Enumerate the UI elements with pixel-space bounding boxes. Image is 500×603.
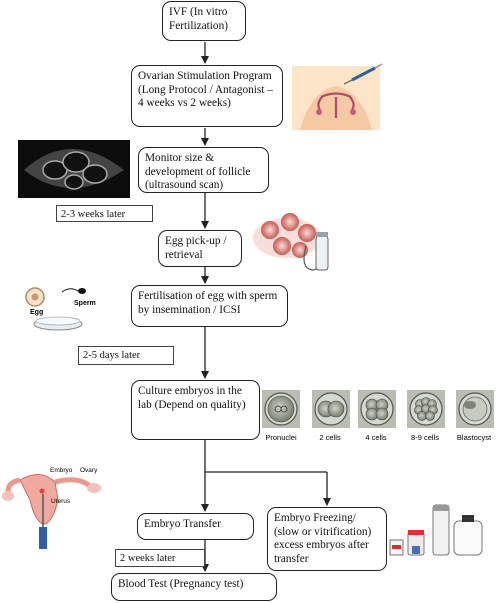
pronuclei-embryo-image	[262, 390, 300, 428]
step-culture-embryos: Culture embryos in the lab (Depend on qu…	[131, 380, 260, 440]
collection-tube-icon	[315, 235, 329, 271]
eight-cell-embryo-image	[407, 390, 445, 428]
dewar-wide-icon	[453, 520, 483, 556]
egg-retrieval-illustration	[253, 213, 329, 271]
blastocyst-image	[456, 390, 494, 428]
uterus-label-embryo: Embryo	[50, 467, 73, 474]
flow-arrows	[201, 42, 331, 572]
catheter-syringe-icon	[39, 527, 47, 549]
ovary-left-icon	[2, 491, 14, 501]
step-ivf: IVF (In vitro Fertilization)	[162, 1, 246, 41]
two-cell-embryo-image	[312, 390, 350, 428]
four-cell-embryo-image	[358, 390, 396, 428]
step-embryo-transfer: Embryo Transfer	[137, 513, 254, 540]
stage-label-8-9-cells: 8-9 cells	[411, 433, 439, 442]
uterus-label-ovary: Ovary	[80, 467, 98, 474]
stage-label-blastocyst: Blastocyst	[457, 433, 492, 442]
note-2-3-weeks: 2-3 weeks later	[56, 205, 153, 222]
dewar-tall-icon	[432, 504, 450, 556]
stage-label-2-cells: 2 cells	[319, 433, 341, 442]
uterus-icon	[317, 92, 355, 118]
uterus-icon	[19, 474, 59, 525]
step-ovarian-stimulation: Ovarian Stimulation Program (Long Protoc…	[131, 65, 283, 127]
step-fertilisation: Fertilisation of egg with sperm by insem…	[131, 285, 288, 327]
stage-label-4-cells: 4 cells	[365, 433, 387, 442]
uterus-label-uterus: Uterus	[51, 498, 71, 505]
egg-sperm-illustration: Egg Sperm	[25, 287, 96, 331]
step-blood-test: Blood Test (Pregnancy test)	[111, 573, 277, 601]
syringe-icon	[343, 63, 383, 85]
uterus-transfer-illustration: Embryo Ovary Uterus	[2, 467, 101, 549]
note-2-5-days: 2-5 days later	[78, 346, 174, 365]
step-egg-pickup: Egg pick-up / retrieval	[158, 230, 242, 267]
abdomen-injection-illustration	[292, 63, 383, 130]
sperm-label: Sperm	[74, 300, 96, 307]
note-2-weeks: 2 weeks later	[115, 549, 205, 567]
ovary-right-icon	[87, 483, 101, 493]
embryo-dot-icon	[39, 488, 45, 494]
ultrasound-scan-image	[18, 140, 130, 198]
ovary-left-icon	[316, 109, 322, 115]
ovary-right-icon	[350, 109, 356, 115]
stage-label-pronuclei: Pronuclei	[265, 433, 297, 442]
sperm-icon	[78, 288, 86, 294]
embryo-stages-illustration: Pronuclei 2 cells 4 cells 8-9 cells Blas…	[262, 390, 494, 442]
cryo-storage-illustration	[389, 504, 483, 556]
egg-label: Egg	[30, 309, 43, 316]
step-monitor-follicle: Monitor size & development of follicle (…	[138, 147, 269, 193]
step-embryo-freezing: Embryo Freezing/ (slow or vitrification)…	[267, 507, 387, 571]
